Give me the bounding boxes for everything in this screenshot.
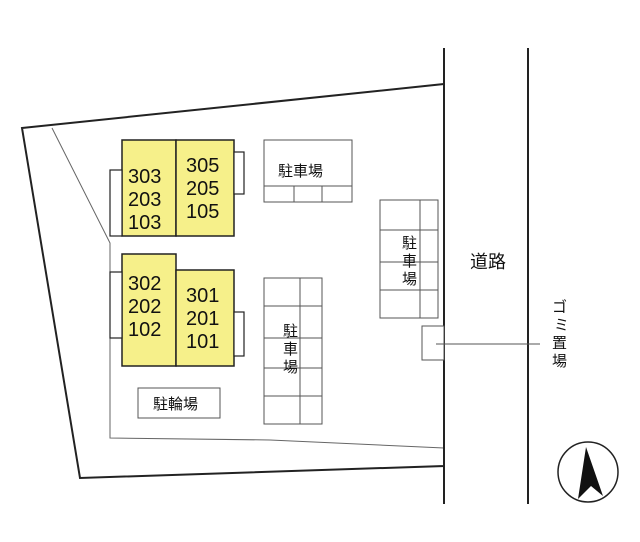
parking-top-label: 駐車場: [278, 162, 323, 180]
parking-middle-char-1: 駐: [283, 322, 298, 340]
parking-middle: 駐 車 場: [263, 277, 323, 425]
garbage-label: ゴ ミ 置 場: [552, 298, 574, 370]
parking-middle-label: 駐 車 場: [283, 322, 303, 376]
unit-block-top-left: [121, 139, 177, 237]
parking-right-char-1: 駐: [402, 234, 417, 252]
parking-middle-char-3: 場: [283, 358, 298, 376]
balcony-bottom-right: [233, 311, 245, 357]
unit-202: 202: [128, 296, 161, 318]
building-top: 303 203 103 305 205 105: [109, 139, 245, 237]
unit-205: 205: [186, 178, 219, 200]
parking-right-label: 駐 車 場: [402, 234, 422, 288]
road-label: 道路: [470, 252, 506, 273]
unit-101: 101: [186, 331, 219, 353]
unit-302: 302: [128, 273, 161, 295]
bicycle-parking-label: 駐輪場: [153, 395, 198, 413]
parking-middle-char-2: 車: [283, 340, 298, 358]
unit-203: 203: [128, 189, 161, 211]
unit-block-bottom-right: [175, 269, 235, 367]
unit-105: 105: [186, 201, 219, 223]
garbage-area: ゴ ミ 置 場: [421, 298, 574, 370]
balcony-top-right: [233, 151, 245, 195]
unit-301: 301: [186, 285, 219, 307]
unit-103: 103: [128, 212, 161, 234]
unit-305: 305: [186, 155, 219, 177]
garbage-char-4: 場: [552, 352, 567, 370]
unit-201: 201: [186, 308, 219, 330]
garbage-char-1: ゴ: [552, 298, 567, 316]
parking-top: 駐車場: [263, 139, 353, 203]
garbage-char-2: ミ: [554, 316, 569, 334]
bicycle-parking: 駐輪場: [137, 387, 221, 419]
building-bottom: 302 202 102 301 201 101: [109, 253, 245, 367]
unit-303: 303: [128, 166, 161, 188]
garbage-char-3: 置: [552, 334, 567, 352]
balcony-bottom-left: [109, 271, 123, 339]
parking-right: 駐 車 場: [379, 199, 439, 319]
north-arrow-icon: [557, 441, 619, 503]
parking-right-char-3: 場: [402, 270, 417, 288]
unit-102: 102: [128, 319, 161, 341]
parking-right-char-2: 車: [402, 252, 417, 270]
balcony-top-left: [109, 169, 123, 237]
inner-fence: [51, 127, 445, 449]
